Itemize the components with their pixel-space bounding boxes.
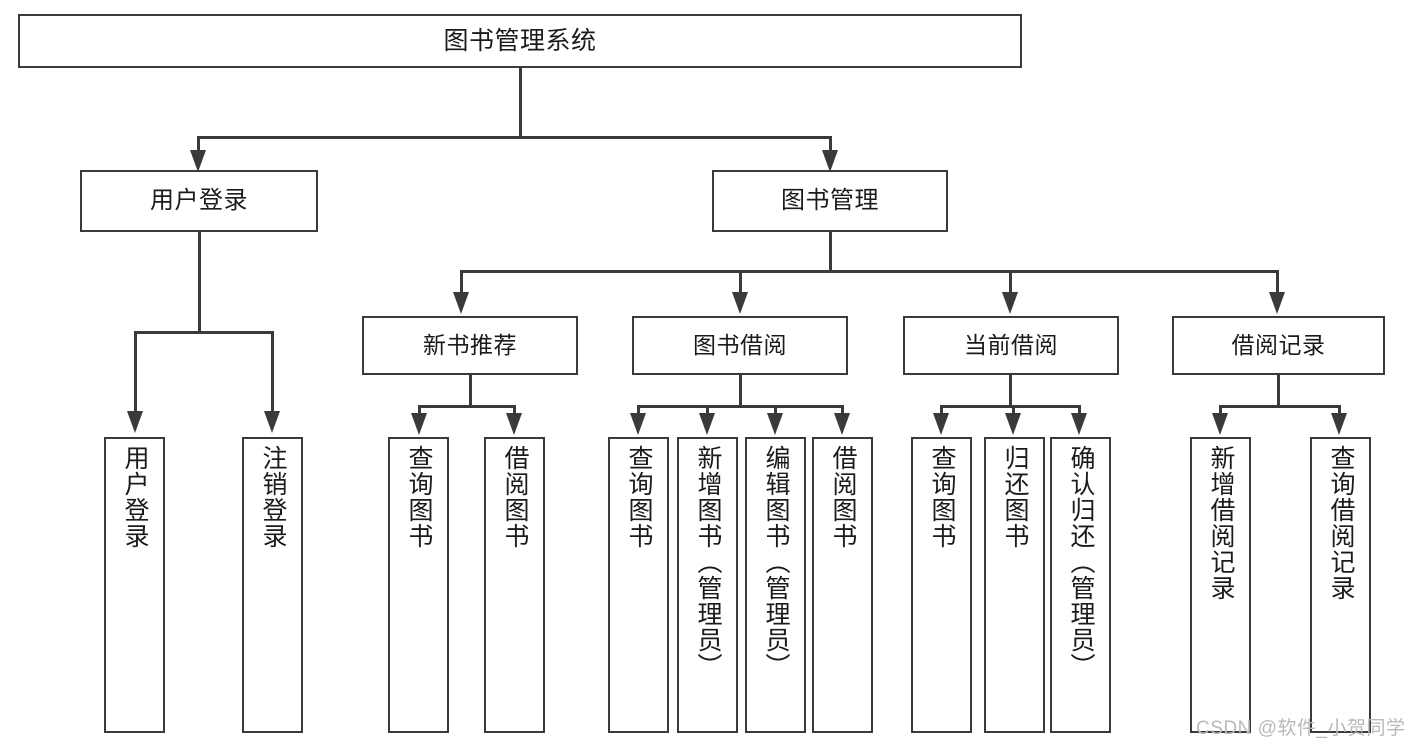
arrowhead-leaf-edit-book (767, 413, 783, 435)
connector-user-login-stem (198, 232, 201, 333)
node-leaf-query-book-1[interactable]: 查询图书 (388, 437, 449, 733)
connector-drop-leaf-add-record (1219, 405, 1222, 415)
arrowhead-leaf-return-book (1005, 413, 1021, 435)
connector-drop-new-book-recommend (460, 270, 463, 294)
arrowhead-leaf-user-login (127, 411, 143, 433)
connector-drop-borrow-record (1276, 270, 1279, 294)
node-leaf-edit-book[interactable]: 编辑图书（管理员） (745, 437, 806, 733)
node-leaf-query-book-3[interactable]: 查询图书 (911, 437, 972, 733)
arrowhead-leaf-query-book-1 (411, 413, 427, 435)
node-root-system[interactable]: 图书管理系统 (18, 14, 1022, 68)
node-new-book-recommend[interactable]: 新书推荐 (362, 316, 578, 375)
node-label: 新增图书（管理员） (694, 445, 722, 679)
connector-drop-leaf-query-record (1338, 405, 1341, 415)
node-current-borrow[interactable]: 当前借阅 (903, 316, 1119, 375)
connector-drop-current-borrow (1009, 270, 1012, 294)
connector-drop-leaf-borrow-book-1 (513, 405, 516, 415)
node-leaf-add-book[interactable]: 新增图书（管理员） (677, 437, 738, 733)
node-label: 图书借阅 (693, 332, 787, 359)
connector-drop-user-login (197, 136, 200, 154)
node-label: 新增借阅记录 (1207, 445, 1235, 601)
arrowhead-leaf-query-record (1331, 413, 1347, 435)
arrowhead-borrow-record (1269, 292, 1285, 314)
connector-level3-bus (460, 270, 1278, 273)
arrowhead-user-login (190, 150, 206, 172)
arrowhead-leaf-logout (264, 411, 280, 433)
node-label: 查询图书 (928, 445, 956, 549)
node-label: 编辑图书（管理员） (762, 445, 790, 679)
connector-current-borrow-bus (940, 405, 1080, 408)
arrowhead-leaf-borrow-book-1 (506, 413, 522, 435)
node-label: 用户登录 (121, 445, 149, 549)
node-label: 图书管理系统 (443, 26, 597, 55)
arrowhead-leaf-borrow-book-2 (834, 413, 850, 435)
connector-book-management-stem (829, 232, 832, 272)
node-leaf-confirm-return[interactable]: 确认归还（管理员） (1050, 437, 1111, 733)
arrowhead-leaf-add-book (699, 413, 715, 435)
arrowhead-book-management (822, 150, 838, 172)
connector-root-stem (519, 68, 522, 138)
connector-drop-leaf-edit-book (774, 405, 777, 415)
arrowhead-leaf-confirm-return (1071, 413, 1087, 435)
node-leaf-add-record[interactable]: 新增借阅记录 (1190, 437, 1251, 733)
arrowhead-new-book-recommend (453, 292, 469, 314)
node-label: 借阅图书 (829, 445, 857, 549)
connector-borrow-record-stem (1277, 375, 1280, 407)
node-leaf-logout[interactable]: 注销登录 (242, 437, 303, 733)
node-label: 归还图书 (1001, 445, 1029, 549)
connector-book-borrow-stem (739, 375, 742, 407)
node-leaf-borrow-book-1[interactable]: 借阅图书 (484, 437, 545, 733)
connector-user-login-bus (134, 331, 273, 334)
connector-book-borrow-bus (637, 405, 843, 408)
arrowhead-leaf-add-record (1212, 413, 1228, 435)
arrowhead-leaf-query-book-2 (630, 413, 646, 435)
node-label: 借阅记录 (1231, 332, 1326, 359)
connector-drop-leaf-query-book-1 (418, 405, 421, 415)
arrowhead-book-borrow (732, 292, 748, 314)
connector-borrow-record-bus (1219, 405, 1340, 408)
connector-drop-leaf-logout (271, 331, 274, 413)
arrowhead-current-borrow (1002, 292, 1018, 314)
connector-drop-leaf-query-book-2 (637, 405, 640, 415)
connector-drop-book-management (829, 136, 832, 154)
node-user-login[interactable]: 用户登录 (80, 170, 318, 232)
node-leaf-query-book-2[interactable]: 查询图书 (608, 437, 669, 733)
connector-current-borrow-stem (1009, 375, 1012, 407)
node-book-management[interactable]: 图书管理 (712, 170, 948, 232)
node-borrow-record[interactable]: 借阅记录 (1172, 316, 1385, 375)
connector-drop-leaf-add-book (706, 405, 709, 415)
node-label: 确认归还（管理员） (1067, 445, 1095, 679)
connector-drop-book-borrow (739, 270, 742, 294)
connector-new-book-recommend-bus (418, 405, 515, 408)
node-leaf-return-book[interactable]: 归还图书 (984, 437, 1045, 733)
node-label: 查询借阅记录 (1327, 445, 1355, 601)
node-leaf-query-record[interactable]: 查询借阅记录 (1310, 437, 1371, 733)
connector-drop-leaf-user-login (134, 331, 137, 413)
connector-new-book-recommend-stem (469, 375, 472, 407)
connector-drop-leaf-query-book-3 (940, 405, 943, 415)
arrowhead-leaf-query-book-3 (933, 413, 949, 435)
node-label: 图书管理 (781, 187, 879, 215)
connector-drop-leaf-return-book (1012, 405, 1015, 415)
node-label: 查询图书 (405, 445, 433, 549)
node-book-borrow[interactable]: 图书借阅 (632, 316, 848, 375)
node-leaf-borrow-book-2[interactable]: 借阅图书 (812, 437, 873, 733)
connector-level2-bus (197, 136, 831, 139)
node-label: 注销登录 (259, 445, 287, 549)
connector-drop-leaf-borrow-book-2 (841, 405, 844, 415)
connector-drop-leaf-confirm-return (1078, 405, 1081, 415)
node-label: 借阅图书 (501, 445, 529, 549)
node-label: 新书推荐 (423, 332, 517, 359)
node-label: 查询图书 (625, 445, 653, 549)
node-leaf-user-login[interactable]: 用户登录 (104, 437, 165, 733)
node-label: 当前借阅 (964, 332, 1058, 359)
node-label: 用户登录 (150, 187, 248, 215)
